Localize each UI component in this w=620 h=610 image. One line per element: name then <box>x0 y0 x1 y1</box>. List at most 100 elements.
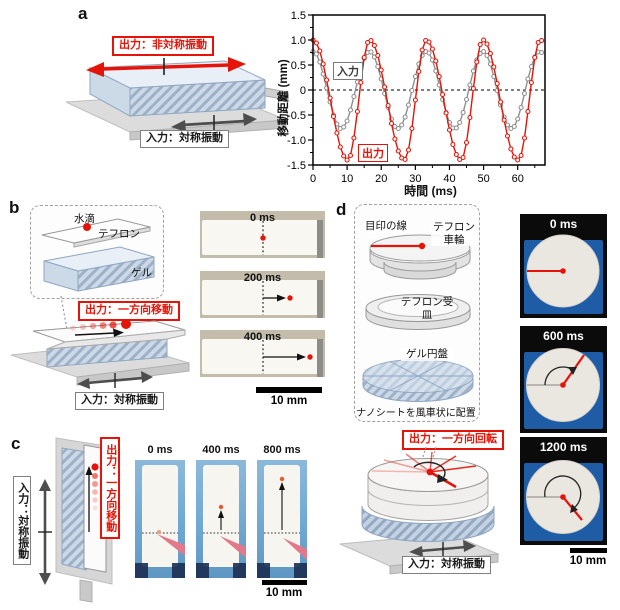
panel-d-output-box: 出力：一方向回転 <box>402 430 504 450</box>
svg-text:1.5: 1.5 <box>291 10 306 22</box>
frame-time-label: 0 ms <box>147 444 173 456</box>
scale-bar-d <box>570 548 607 553</box>
panel-a-diagram <box>65 57 289 141</box>
rotation-arrow <box>544 475 582 509</box>
frame-time-label: 1200 ms <box>539 440 588 454</box>
photo-d3-graphics <box>524 460 603 541</box>
y-axis-title: 移動距離 (mm) <box>278 59 290 137</box>
svg-text:60: 60 <box>512 173 524 185</box>
legend-input: 入力 <box>333 62 363 80</box>
motion-arrow <box>74 328 124 337</box>
frame-time-label: 600 ms <box>543 329 584 343</box>
svg-text:40: 40 <box>443 173 455 185</box>
scale-bar-label-d: 10 mm <box>569 555 607 567</box>
panel-a-output-box: 出力：非対称振動 <box>112 36 214 56</box>
chart: 0 10 20 30 40 50 60 -1.5 -1.0 -0.5 0 0.5 1.0 1.5 移動距離… <box>278 2 555 198</box>
motion-arrow <box>85 466 93 532</box>
nanosheet-caption: ナノシートを風車状に配置 <box>356 408 476 419</box>
plate-edge <box>46 329 186 350</box>
photo-frame-c2 <box>196 460 246 578</box>
photo-frame-c1 <box>135 460 185 578</box>
svg-text:0.5: 0.5 <box>291 60 306 72</box>
panel-a-label: a <box>78 4 88 23</box>
panel-c-label: c <box>11 434 21 453</box>
frame-time-label: 0 ms <box>249 212 276 224</box>
svg-text:-1.0: -1.0 <box>287 135 306 147</box>
gel-left-face <box>43 260 79 292</box>
svg-text:-0.5: -0.5 <box>287 110 306 122</box>
wheel-top <box>367 458 489 492</box>
svg-text:0: 0 <box>310 173 316 185</box>
water-drop-label: 水滴 <box>74 213 95 225</box>
teflon-tray-label: テフロン受皿 <box>400 296 454 321</box>
photo-frame-b1: 0 ms <box>200 211 325 258</box>
gel-disc-graphic <box>362 359 474 402</box>
photo-c2-graphics <box>196 465 246 578</box>
gel-left-face <box>89 67 131 117</box>
photo-frame-d3: 1200 ms <box>520 437 607 545</box>
teflon-tray-graphic <box>365 294 471 330</box>
panel-b-output-box: 出力：一方向移動 <box>78 301 180 321</box>
scale-bar-label-c: 10 mm <box>265 587 303 599</box>
gel-disc-side <box>361 505 495 542</box>
droplet-icon <box>307 354 313 360</box>
connector-dotted <box>432 446 437 459</box>
svg-text:10: 10 <box>341 173 353 185</box>
droplet-icon <box>157 530 161 534</box>
svg-text:-1.5: -1.5 <box>287 160 306 172</box>
photo-c1-graphics <box>135 465 185 578</box>
panel-b-assembly <box>10 319 190 389</box>
photo-frame-d1: 0 ms <box>520 214 607 318</box>
rotation-arrow <box>413 461 448 483</box>
chart-canvas: 0 10 20 30 40 50 60 -1.5 -1.0 -0.5 0 0.5 1.0 1.5 <box>278 2 555 203</box>
panel-b-inset-diagram <box>41 218 155 292</box>
gray-double-arrow <box>409 540 476 557</box>
teflon-plate <box>41 218 151 244</box>
droplet-icon <box>279 476 285 482</box>
photo-frame-d2: 600 ms <box>520 326 607 433</box>
gray-double-arrow <box>77 371 153 389</box>
gel-disc-label: ゲル円盤 <box>401 348 453 361</box>
photo-d2-graphics <box>524 348 603 429</box>
panel-b-connector <box>60 295 68 331</box>
scale-bar-label-b: 10 mm <box>270 395 308 407</box>
svg-text:20: 20 <box>375 173 387 185</box>
droplet-trail <box>91 463 99 511</box>
svg-text:50: 50 <box>477 173 489 185</box>
red-double-arrow <box>86 57 246 77</box>
x-axis-title: 時間 (ms) <box>404 184 457 198</box>
panel-d-input-box: 入力：対称振動 <box>402 556 491 574</box>
photo-frame-b3: 400 ms <box>200 330 325 377</box>
gel-label: ゲル <box>131 267 152 279</box>
photo-b3-graphics <box>202 339 323 377</box>
panel-c-input-box: 入力：対称振動 <box>13 476 31 565</box>
svg-text:0: 0 <box>300 85 306 97</box>
svg-text:1.0: 1.0 <box>291 35 306 47</box>
scale-bar-c <box>262 580 307 585</box>
chart-plot: 0 10 20 30 40 50 60 -1.5 -1.0 -0.5 0 0.5 1.0 1.5 <box>287 10 546 185</box>
droplet-icon <box>287 295 293 301</box>
photo-d1-graphics <box>524 234 603 314</box>
photo-frame-b2: 200 ms <box>200 271 325 318</box>
pipette-icon <box>157 534 185 556</box>
frame-time-label: 400 ms <box>202 444 240 456</box>
panel-d-assembly <box>339 446 500 575</box>
panel-a-input-box: 入力：対称振動 <box>140 130 229 148</box>
pipette-icon <box>283 538 307 560</box>
frame-time-label: 0 ms <box>549 217 578 231</box>
scale-bar-b <box>256 387 322 393</box>
svg-text:30: 30 <box>409 173 421 185</box>
panel-b-input-box: 入力：対称振動 <box>75 392 164 410</box>
panel-d-inset-diagram <box>362 234 474 402</box>
gray-double-arrow <box>171 113 257 132</box>
teflon-wheel-label: テフロン車輪 <box>431 221 477 247</box>
frame-time-label: 200 ms <box>243 272 282 284</box>
photo-b2-graphics <box>202 280 323 318</box>
panel-c-output-box: 出力：一方向移動 <box>100 437 120 539</box>
wheel-seam <box>367 488 489 506</box>
gray-double-arrow <box>38 479 52 585</box>
panel-b-label: b <box>9 198 20 217</box>
droplet-icon <box>218 504 224 510</box>
droplet-icon <box>260 235 266 241</box>
